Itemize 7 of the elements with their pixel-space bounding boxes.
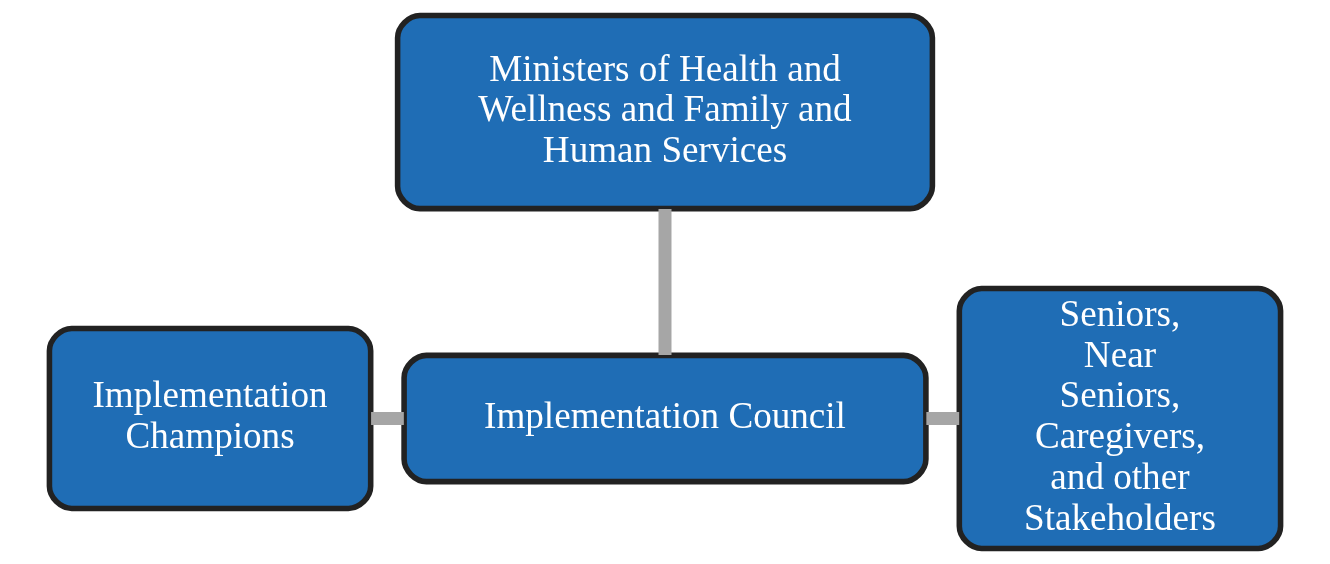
connector [926, 412, 960, 425]
node-box: Seniors, Near Seniors, Caregivers, and other Stakeholders [956, 285, 1284, 552]
connector [658, 209, 672, 355]
node-box: Implementation Champions [46, 325, 374, 512]
connector [371, 412, 404, 425]
node-box: Implementation Council [401, 352, 929, 485]
node-box: Ministers of Health and Wellness and Family and Human Services [394, 12, 936, 212]
